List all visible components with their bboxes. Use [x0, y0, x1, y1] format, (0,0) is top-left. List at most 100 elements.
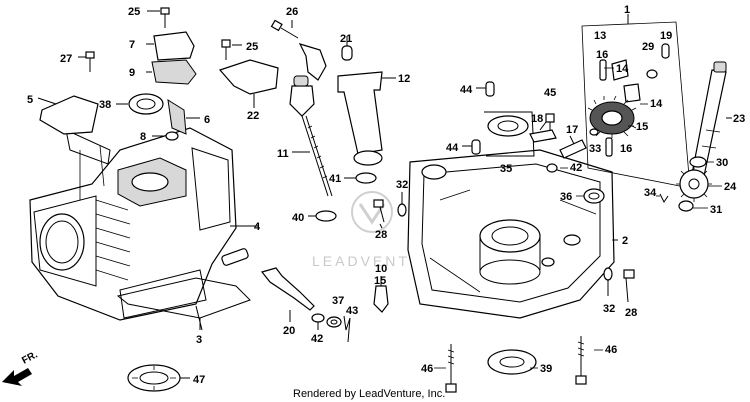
part-8-dowel-pin	[152, 131, 179, 141]
label-7: 7	[129, 39, 135, 51]
label-16a: 16	[596, 49, 608, 61]
part-18-plate	[529, 121, 557, 143]
label-46a: 46	[421, 363, 433, 375]
label-21: 21	[340, 33, 352, 45]
label-4: 4	[254, 221, 261, 233]
label-28a: 28	[375, 229, 387, 241]
part-32-washer	[397, 192, 407, 217]
label-15a: 15	[374, 275, 386, 287]
label-27: 27	[60, 53, 72, 65]
label-37: 37	[332, 295, 344, 307]
leader-lines	[236, 67, 722, 369]
part-20-governor-arm	[260, 267, 315, 322]
part-24-gear	[676, 166, 712, 202]
label-3: 3	[196, 334, 202, 346]
label-32a: 32	[396, 179, 408, 191]
part-44-dowel	[476, 81, 495, 97]
part-29-washer	[646, 69, 658, 79]
label-10: 10	[375, 263, 387, 275]
part-16-pin-b	[605, 137, 613, 157]
part-44-dowel-b	[462, 139, 481, 155]
part-5-cover-plate	[37, 95, 99, 135]
part-42-washer	[311, 313, 325, 330]
label-47: 47	[193, 374, 205, 386]
part-30-washer	[689, 156, 707, 168]
part-26-bolt	[270, 19, 299, 39]
part-3-gasket	[116, 277, 251, 330]
label-38: 38	[99, 99, 111, 111]
part-dipstick-cap	[289, 75, 315, 117]
part-32-washer-b	[603, 267, 613, 296]
label-2: 2	[622, 235, 628, 247]
part-38-oil-seal	[116, 93, 164, 115]
part-17-plate	[559, 135, 587, 159]
part-35-bearing	[484, 111, 535, 157]
label-42a: 42	[311, 333, 323, 345]
part-31-washer	[678, 200, 694, 212]
label-18: 18	[531, 113, 543, 125]
label-29: 29	[642, 41, 654, 53]
part-40-o-ring	[308, 210, 337, 222]
part-21-spacer	[341, 36, 353, 61]
part-46-bolt-b	[575, 336, 587, 385]
label-33: 33	[589, 143, 601, 155]
part-15-gear	[587, 95, 637, 138]
label-23: 23	[733, 113, 745, 125]
label-34: 34	[644, 187, 657, 199]
label-35: 35	[500, 163, 512, 175]
label-43: 43	[346, 305, 358, 317]
part-43-clip	[343, 315, 351, 343]
render-credit: Rendered by LeadVenture, Inc.	[293, 388, 445, 400]
part-41-o-ring	[344, 172, 377, 184]
part-19-pin	[661, 43, 670, 59]
part-12-oil-filler-tube	[337, 71, 396, 166]
label-20: 20	[283, 325, 295, 337]
part-14-weight	[611, 59, 641, 103]
label-44a: 44	[460, 84, 473, 96]
label-41: 41	[329, 173, 341, 185]
label-32b: 32	[603, 303, 615, 315]
part-control-arm	[298, 43, 327, 81]
label-24: 24	[724, 181, 737, 193]
label-5: 5	[27, 94, 33, 106]
part-39-seal	[487, 349, 537, 375]
part-46-bolt-a	[445, 344, 457, 393]
label-44b: 44	[446, 142, 459, 154]
part-7-breather-cover	[146, 31, 197, 85]
label-12: 12	[398, 73, 410, 85]
label-1: 1	[624, 4, 630, 16]
direction-label: FR.	[20, 349, 40, 366]
part-34-pin	[659, 193, 669, 203]
label-26: 26	[286, 6, 298, 18]
label-25b: 25	[246, 41, 258, 53]
label-9: 9	[129, 67, 135, 79]
part-22-bracket	[218, 59, 279, 108]
part-27-bolt	[78, 51, 95, 72]
label-28b: 28	[625, 307, 637, 319]
part-33-washer	[589, 128, 599, 136]
label-46b: 46	[605, 344, 617, 356]
label-36: 36	[560, 191, 572, 203]
crankcase-cover	[407, 149, 618, 319]
label-40: 40	[292, 212, 304, 224]
part-number-labels: 25 7 27 9 5 38 6 8 4 3 47 26 25 22 21 12…	[27, 4, 745, 386]
label-11: 11	[277, 148, 289, 160]
label-22: 22	[247, 110, 259, 122]
label-31: 31	[710, 204, 722, 216]
label-42b: 42	[570, 162, 582, 174]
part-11-dipstick	[292, 115, 333, 197]
front-direction-arrow: FR.	[2, 349, 40, 386]
label-19: 19	[660, 30, 672, 42]
part-10-clip	[373, 276, 389, 313]
label-6: 6	[204, 114, 210, 126]
label-8: 8	[140, 131, 146, 143]
part-28-bolt	[373, 199, 385, 229]
part-6-breather	[167, 99, 200, 135]
label-14a: 14	[616, 63, 629, 75]
label-30: 30	[716, 157, 728, 169]
part-28-bolt-b	[623, 269, 635, 303]
part-25-bolt	[147, 7, 170, 28]
part-42-washer-b	[546, 163, 558, 173]
